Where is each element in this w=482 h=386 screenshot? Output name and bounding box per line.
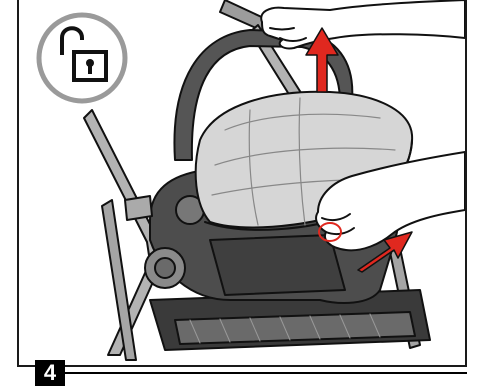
step-divider-line <box>65 372 467 374</box>
unlock-padlock-icon <box>39 15 125 101</box>
stroller-car-seat-illustration <box>19 0 465 365</box>
car-seat-side-panel <box>210 235 345 295</box>
stroller-seat-connector <box>125 196 152 220</box>
step-number-badge: 4 <box>35 360 65 386</box>
frame-right-border <box>465 0 467 366</box>
frame-bottom-border <box>17 365 467 367</box>
